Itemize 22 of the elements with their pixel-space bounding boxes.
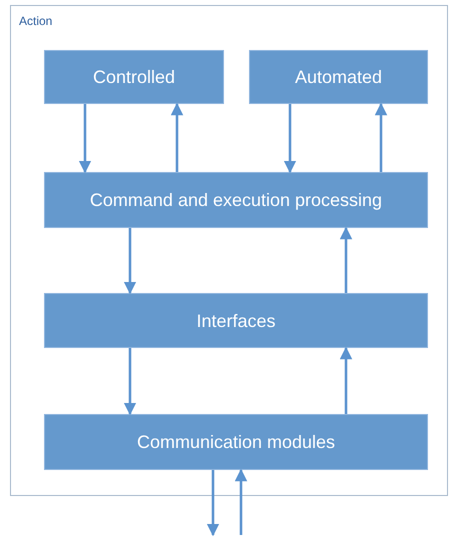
- arrow: [78, 104, 92, 174]
- process-box: [44, 172, 428, 228]
- process-box: [44, 50, 224, 104]
- arrow: [340, 346, 352, 414]
- process-box: [44, 293, 428, 348]
- box-label: Automated: [294, 66, 382, 88]
- arrow: [170, 102, 184, 172]
- arrow: [234, 468, 248, 535]
- arrow: [374, 102, 388, 172]
- box-label: Communication modules: [136, 431, 336, 453]
- container-title: Action: [19, 14, 52, 28]
- box-label: Controlled: [92, 66, 176, 88]
- arrow: [124, 228, 136, 294]
- process-box: [249, 50, 428, 104]
- box-label: Interfaces: [196, 310, 276, 332]
- arrow: [284, 104, 296, 174]
- container-frame: [10, 5, 448, 496]
- arrow: [206, 470, 220, 536]
- process-box: [44, 414, 428, 470]
- arrow: [340, 226, 352, 293]
- box-label: Command and execution processing: [90, 189, 382, 211]
- arrow: [124, 348, 136, 416]
